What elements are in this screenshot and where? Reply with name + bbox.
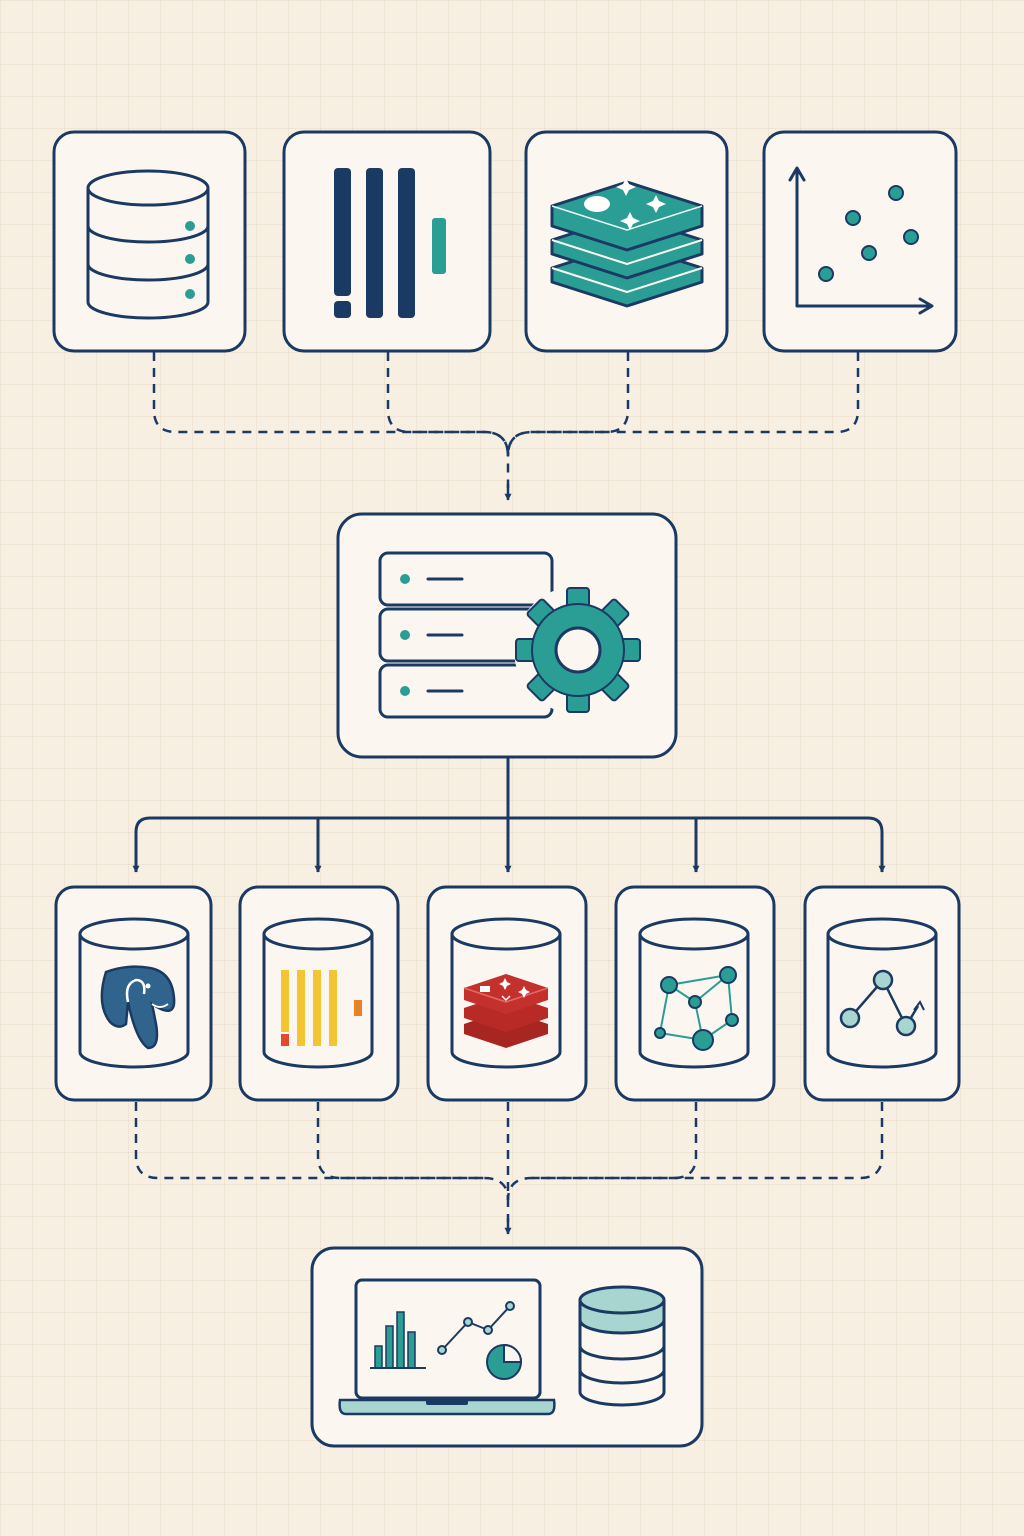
server-gear-icon (378, 551, 642, 719)
cylinder-outline (450, 917, 562, 1069)
bar-chart-icon (370, 1311, 426, 1369)
laptop-chart-icon (338, 1278, 556, 1416)
source-card-database[interactable] (52, 130, 247, 353)
server-rack-1 (378, 551, 554, 607)
cylinder-outline (638, 917, 750, 1069)
redis-layers-icon (463, 974, 549, 1048)
connector-stores-to-output (134, 1102, 884, 1222)
elephant-icon (100, 965, 176, 1050)
trend-line-icon (437, 1301, 515, 1355)
columnar-bars-icon (334, 168, 446, 318)
output-dashboard-card[interactable] (310, 1246, 704, 1448)
store-card-clickhouse[interactable] (238, 885, 400, 1102)
gear-icon (514, 586, 642, 714)
store-card-postgresql[interactable] (54, 885, 213, 1102)
connector-sources-to-hub (152, 352, 860, 488)
column-bars-icon (281, 970, 362, 1046)
graph-network-icon (654, 966, 739, 1051)
store-card-redis[interactable] (426, 885, 588, 1102)
cylinder-outline (826, 917, 938, 1069)
stacked-layers-icon (550, 178, 704, 308)
connector-hub-to-stores (132, 758, 886, 873)
line-network-icon (839, 969, 925, 1037)
database-stack-icon (86, 169, 210, 320)
pie-chart-icon (486, 1343, 523, 1380)
source-card-key-value[interactable] (524, 130, 729, 353)
store-card-graph[interactable] (614, 885, 776, 1102)
cylinder-outline (78, 917, 190, 1069)
source-card-analytics[interactable] (762, 130, 958, 353)
scatter-plot-icon (788, 166, 934, 315)
store-card-timeseries[interactable] (803, 885, 961, 1102)
source-card-columnar[interactable] (282, 130, 492, 353)
database-icon (578, 1285, 666, 1407)
hub-processing-card[interactable] (336, 512, 678, 759)
cylinder-outline (262, 917, 374, 1069)
